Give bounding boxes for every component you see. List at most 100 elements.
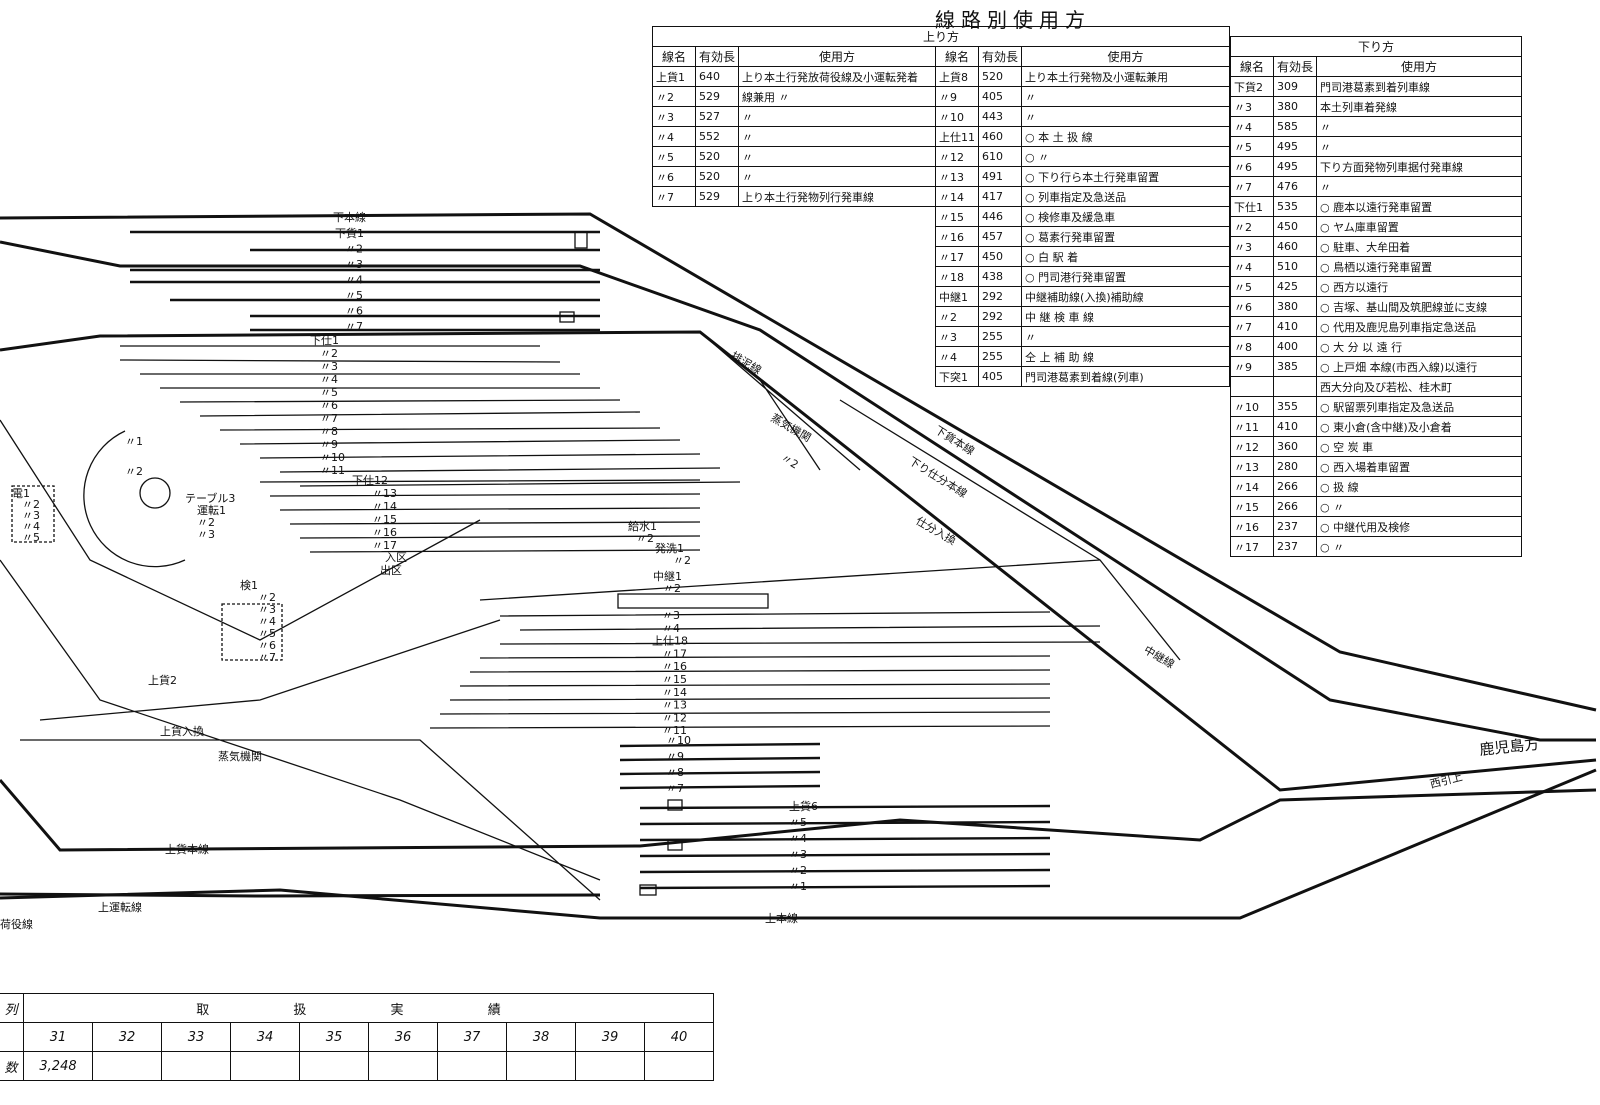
map-label: 〃2 (779, 451, 801, 471)
stats-year: 38 (506, 1022, 576, 1052)
platform-rect (617, 593, 769, 609)
col-length: 有効長 (978, 46, 1023, 67)
map-label: 上運転線 (98, 900, 142, 914)
stats-row-label: 数 (0, 1051, 24, 1081)
map-label: 〃5 (789, 816, 807, 829)
map-label: 〃2 (673, 554, 691, 567)
stats-row-label (0, 1022, 24, 1052)
down-sort-tracks (119, 345, 741, 487)
usage-cell: ○ 空 炭 車 (1316, 436, 1522, 457)
map-label: 〃5 (22, 531, 40, 544)
map-label: 〃11 (662, 724, 687, 737)
usage-cell: 門司港葛素到着線(列車) (1021, 366, 1230, 387)
map-label: 上貨本線 (165, 842, 209, 856)
map-label: 〃2 (345, 243, 363, 256)
line-name-cell: 〃5 (1230, 276, 1274, 297)
length-cell: 355 (1272, 396, 1318, 417)
length-cell: 292 (978, 306, 1023, 327)
line-name-cell: 〃16 (935, 226, 980, 247)
down-sort-main-track (0, 330, 1597, 792)
map-label: テーブル3 (185, 491, 235, 505)
usage-cell: ○ 吉塚、基山間及筑肥線並に支線 (1316, 296, 1522, 317)
map-label: 〃10 (666, 734, 691, 747)
map-label: 〃4 (345, 274, 363, 287)
map-label: 上貨2 (148, 673, 177, 687)
map-label: 〃7 (320, 412, 338, 425)
stats-value (92, 1051, 162, 1081)
map-label: 〃3 (197, 528, 215, 541)
stats-year: 34 (230, 1022, 300, 1052)
usage-cell: ○ 西入場着車留置 (1316, 456, 1522, 477)
length-cell: 237 (1272, 516, 1318, 537)
col-length: 有効長 (694, 46, 740, 67)
map-label: 給水1 (628, 519, 657, 533)
map-label: 〃2 (789, 864, 807, 877)
map-label: 中継1 (653, 569, 682, 583)
map-label: 〃2 (258, 591, 276, 604)
turntable-shell (83, 430, 186, 568)
map-label: 上貨入換 (160, 724, 204, 738)
length-cell: 529 (694, 186, 740, 207)
usage-cell: ○ 検修車及緩急車 (1021, 206, 1230, 227)
length-cell: 535 (1272, 196, 1318, 217)
length-cell: 585 (1272, 116, 1318, 137)
map-label: 〃17 (372, 539, 397, 552)
map-label: 検1 (240, 578, 258, 592)
line-name-cell: 〃13 (1230, 456, 1274, 477)
relay-fan-tracks (429, 559, 1101, 729)
down-sort2-tracks (259, 479, 701, 553)
length-cell: 529 (694, 86, 740, 107)
map-label: 〃4 (22, 520, 40, 533)
map-label: 発洗1 (655, 541, 684, 555)
usage-cell: ○ 駅留票列車指定及急送品 (1316, 396, 1522, 417)
up-main-track (0, 768, 1597, 920)
map-label: 上仕18 (652, 635, 688, 648)
usage-cell: ○ 〃 (1316, 536, 1522, 557)
map-label: 〃1 (789, 880, 807, 893)
map-label: 〃3 (789, 848, 807, 861)
length-cell: 292 (978, 286, 1023, 307)
stats-value (368, 1051, 438, 1081)
tail-marker (667, 839, 683, 851)
map-label: 出区 (380, 563, 402, 577)
map-label: 〃3 (345, 258, 363, 271)
map-label: 〃6 (345, 305, 363, 318)
map-label: 〃4 (662, 622, 680, 635)
line-name-cell: 〃8 (1230, 336, 1274, 357)
map-label: 〃17 (662, 647, 687, 660)
stats-value: 3,248 (23, 1051, 93, 1081)
line-name-cell: 下突1 (935, 366, 980, 387)
map-label: 電1 (12, 487, 30, 500)
stats-value (575, 1051, 645, 1081)
map-label: 下貨1 (335, 226, 364, 240)
map-label: 〃7 (666, 782, 684, 795)
stats-row-label: 列 (0, 993, 24, 1023)
map-label: 排泥線 (729, 348, 765, 377)
map-label: 〃2 (22, 498, 40, 511)
stats-year: 35 (299, 1022, 369, 1052)
length-cell: 495 (1272, 136, 1318, 157)
up-shuttle-track (0, 892, 601, 898)
inspect-box (221, 603, 283, 661)
map-label: 〃5 (320, 386, 338, 399)
length-cell: 237 (1272, 536, 1318, 557)
map-label: 〃10 (320, 451, 345, 464)
stats-year: 40 (644, 1022, 714, 1052)
map-label: 〃1 (125, 435, 143, 448)
map-label: 〃4 (258, 615, 276, 628)
line-name-cell: 〃12 (1230, 436, 1274, 457)
line-name-cell: 〃11 (1230, 416, 1274, 437)
